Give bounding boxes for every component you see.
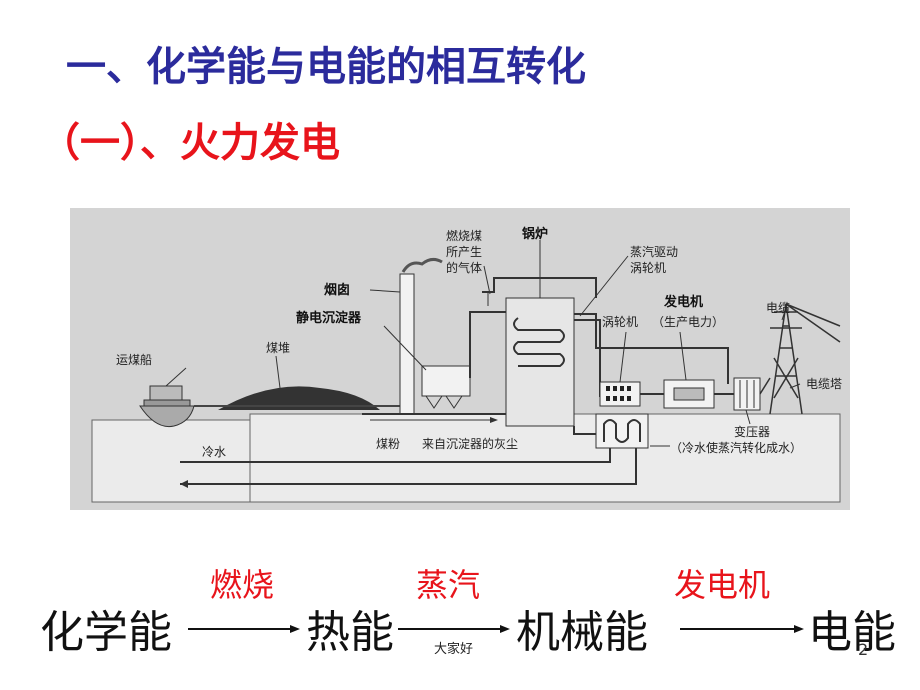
label-steam-2: 涡轮机 — [630, 261, 666, 275]
cold-water-in — [180, 448, 611, 463]
label-generator-note: （生产电力） — [652, 315, 724, 329]
term-electric-energy: 电能 — [808, 607, 896, 658]
arrow-3 — [680, 625, 804, 633]
coal-boat-icon — [139, 385, 195, 428]
label-chimney: 烟囱 — [324, 282, 350, 298]
label-cable: 电缆 — [766, 301, 790, 315]
term-mechanical-energy: 机械能 — [516, 607, 648, 658]
cold-water-out — [180, 448, 637, 485]
power-plant-diagram: 运煤船 煤堆 静电沉淀器 烟囱 燃烧煤 所产生 的气体 锅炉 蒸汽驱动 涡轮机 … — [70, 208, 850, 510]
precipitator-icon — [421, 365, 471, 397]
label-cold-water: 冷水 — [202, 445, 226, 459]
label-transformer: 变压器 — [734, 424, 770, 439]
chimney-icon — [399, 273, 415, 415]
energy-conversion-chain: 化学能 燃烧 热能 蒸汽 机械能 发电机 电能 — [0, 560, 920, 670]
generator-icon — [663, 379, 715, 409]
label-generator: 发电机 — [663, 294, 703, 310]
section-subtitle: （一）、火力发电 — [40, 120, 340, 166]
label-boiler: 锅炉 — [522, 226, 548, 242]
label-gas-2: 所产生 — [446, 245, 482, 259]
label-condense: （冷水使蒸汽转化成水） — [670, 440, 802, 455]
cable-tower-icon — [759, 303, 841, 415]
label-gas-3: 的气体 — [446, 260, 482, 275]
coal-pile-icon — [218, 386, 380, 410]
label-steam-1: 蒸汽驱动 — [630, 244, 678, 259]
water-pipe — [573, 426, 596, 435]
label-coal-pile: 煤堆 — [266, 341, 290, 355]
gas-pipe — [469, 311, 506, 378]
page-title: 一、化学能与电能的相互转化 — [66, 44, 586, 90]
transformer-icon — [733, 377, 761, 411]
label-turbine: 涡轮机 — [602, 315, 638, 329]
step-steam: 蒸汽 — [416, 566, 481, 604]
label-precipitator: 静电沉淀器 — [296, 310, 362, 326]
step-generator: 发电机 — [674, 566, 771, 604]
footer-text: 大家好 — [434, 642, 474, 657]
turbine-icon — [599, 381, 641, 407]
label-coal-powder: 煤粉 — [376, 437, 400, 451]
page-number: 2 — [858, 640, 869, 659]
step-combustion: 燃烧 — [210, 566, 275, 604]
arrow-2 — [398, 625, 510, 633]
term-thermal-energy: 热能 — [306, 607, 394, 658]
label-boat: 运煤船 — [116, 353, 152, 367]
smoke-icon — [401, 257, 443, 273]
boiler-coil — [513, 317, 565, 367]
label-dust: 来自沉淀器的灰尘 — [422, 436, 518, 451]
term-chemical-energy: 化学能 — [40, 607, 172, 658]
label-tower: 电缆塔 — [806, 377, 842, 391]
arrow-1 — [188, 625, 300, 633]
label-gas-1: 燃烧煤 — [446, 228, 482, 243]
